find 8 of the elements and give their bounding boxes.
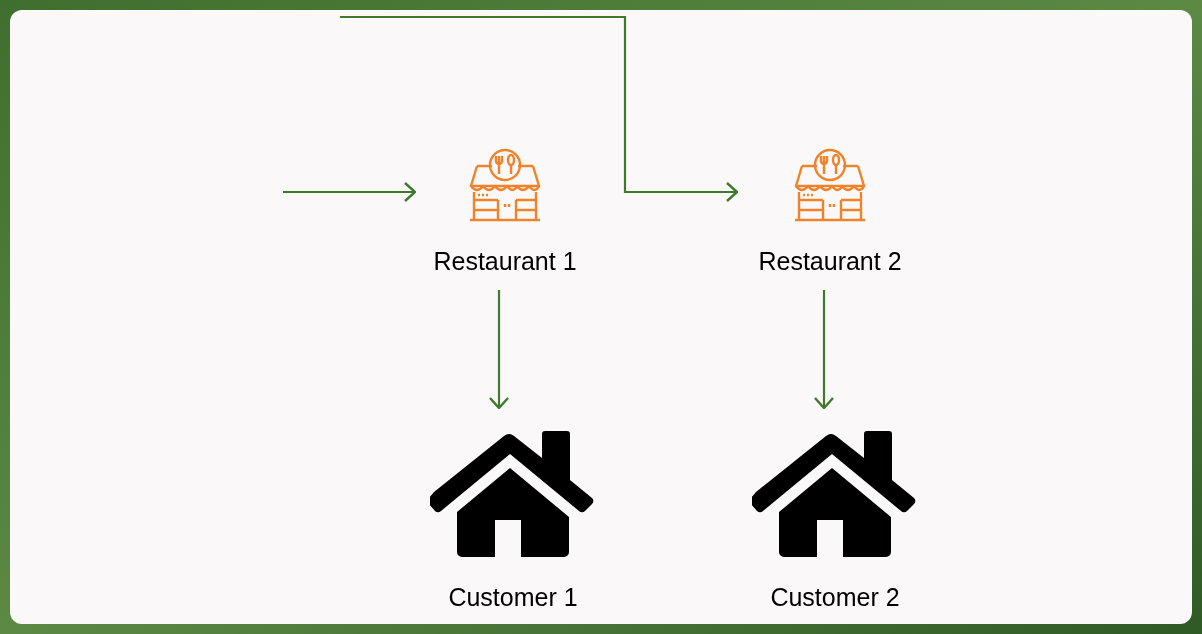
arrow: [488, 290, 510, 410]
arrow: [340, 15, 739, 203]
arrow: [813, 290, 835, 410]
node-label: Restaurant 2: [758, 249, 902, 274]
arrow: [283, 181, 417, 203]
node-label: Customer 1: [448, 585, 578, 610]
node-label: Customer 2: [770, 585, 900, 610]
node-label: Restaurant 1: [433, 249, 577, 274]
